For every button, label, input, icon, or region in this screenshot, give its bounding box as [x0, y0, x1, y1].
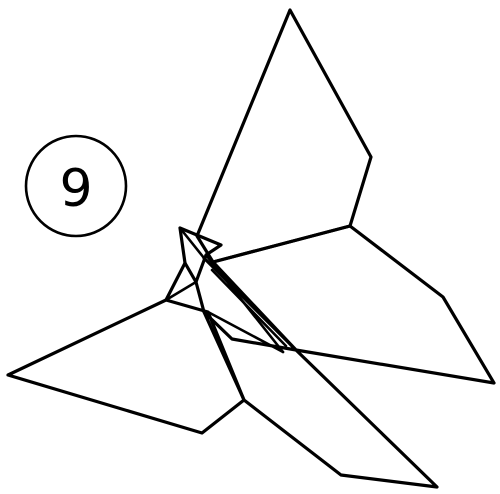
- step-badge: 9: [26, 136, 126, 236]
- tail-body: [204, 312, 437, 487]
- origami-figure: [8, 10, 494, 487]
- right-wing-panel: [213, 226, 494, 383]
- upper-right-wing: [197, 10, 371, 262]
- step-number: 9: [59, 159, 92, 219]
